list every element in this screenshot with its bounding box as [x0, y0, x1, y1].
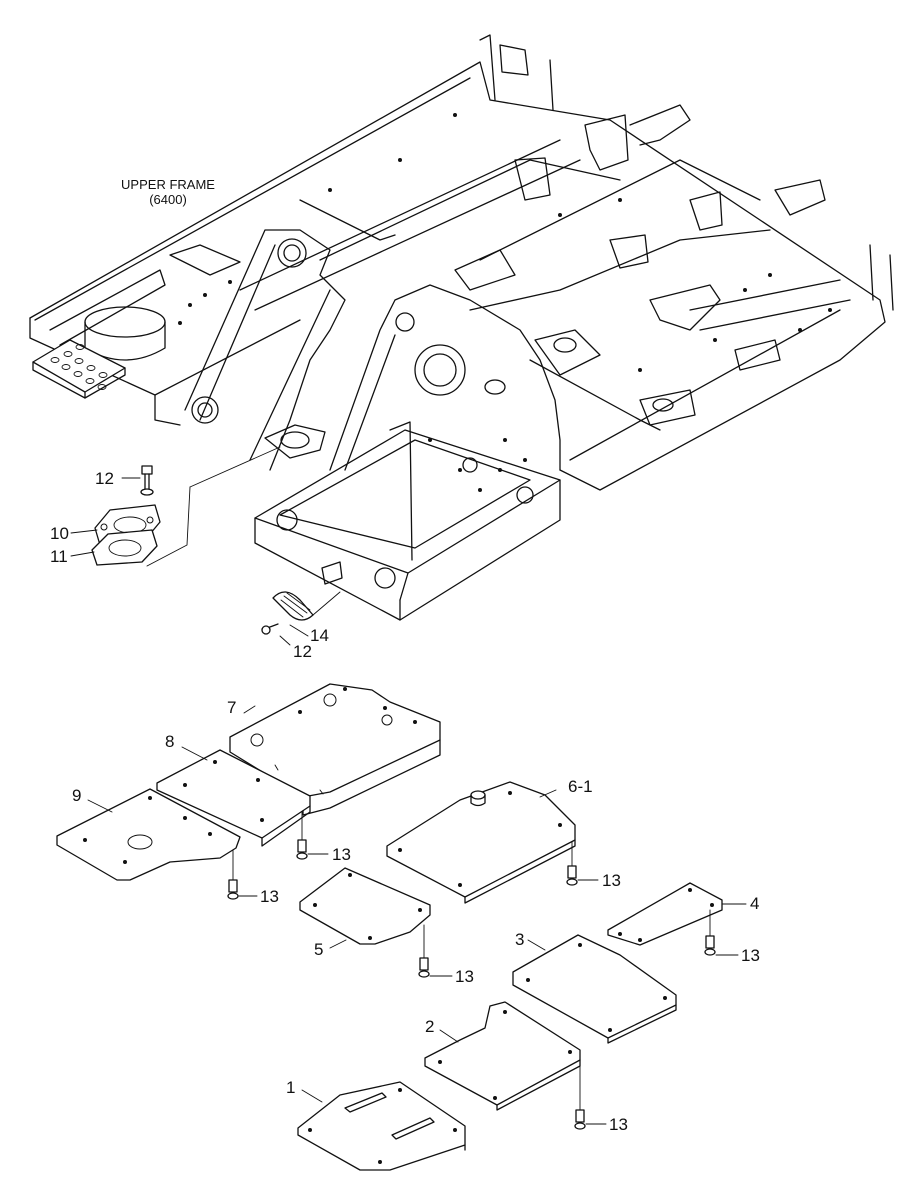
swing-pad-parts — [70, 465, 161, 566]
callout-12-bottom: 12 — [293, 642, 312, 661]
callout-11: 11 — [50, 547, 68, 566]
callout-13-b: 13 — [260, 887, 279, 906]
under-cover-9 — [56, 788, 241, 881]
callout-8: 8 — [165, 732, 174, 751]
bolts-13 — [227, 811, 739, 1130]
callout-13-e: 13 — [741, 946, 760, 965]
callout-5: 5 — [314, 940, 323, 959]
under-cover-7 — [229, 683, 441, 816]
under-cover-6-1 — [386, 781, 576, 904]
callout-10: 10 — [50, 524, 69, 543]
under-cover-4 — [607, 882, 747, 946]
callout-1: 1 — [286, 1078, 295, 1097]
callout-13-d: 13 — [455, 967, 474, 986]
under-cover-3 — [512, 934, 677, 1044]
callout-9: 9 — [72, 786, 81, 805]
frame-title: UPPER FRAME — [121, 177, 215, 192]
callout-12-top: 12 — [95, 469, 114, 488]
upper-frame-drawing — [29, 34, 894, 621]
under-cover-1 — [297, 1081, 466, 1171]
callout-14: 14 — [310, 626, 329, 645]
under-cover-8 — [156, 746, 311, 847]
callout-7: 7 — [227, 698, 236, 717]
callout-4: 4 — [750, 894, 759, 913]
under-cover-5 — [299, 867, 431, 949]
callout-2: 2 — [425, 1017, 434, 1036]
callout-13-a: 13 — [332, 845, 351, 864]
callout-13-f: 13 — [609, 1115, 628, 1134]
callout-13-c: 13 — [602, 871, 621, 890]
cover-14 — [261, 591, 341, 646]
callout-6-1: 6-1 — [568, 777, 593, 796]
frame-code: (6400) — [149, 192, 187, 207]
under-cover-2 — [424, 1001, 581, 1111]
callout-3: 3 — [515, 930, 524, 949]
